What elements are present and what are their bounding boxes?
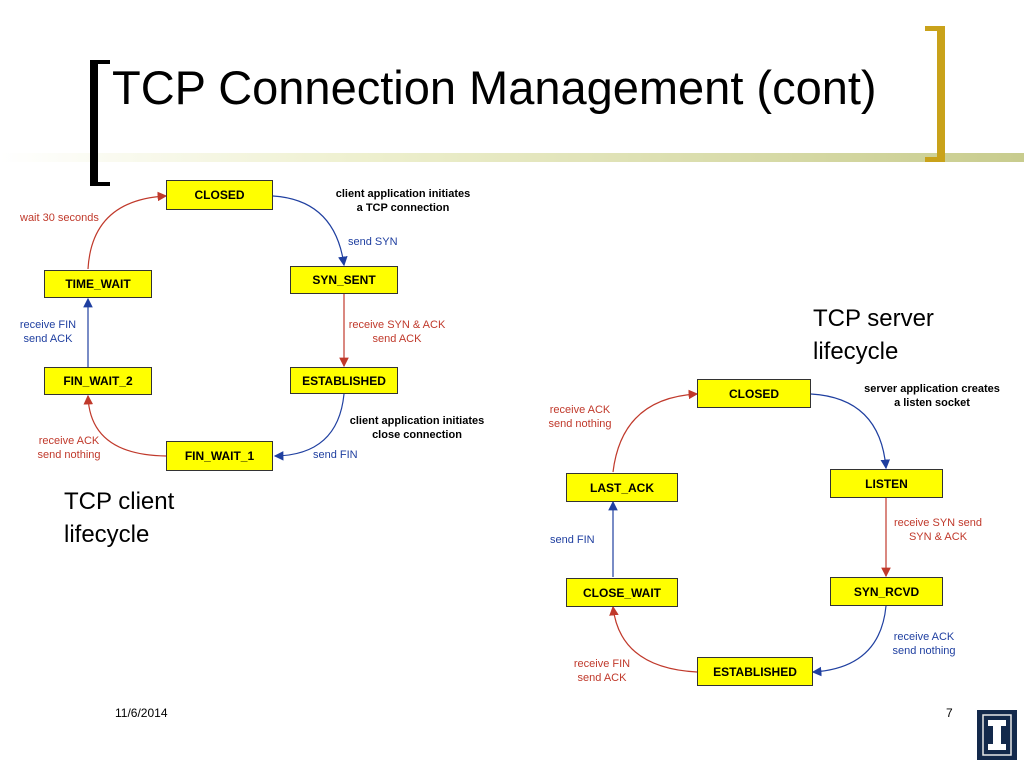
server-listen-note: server application creates a listen sock… [864,383,1000,409]
slide-date: 11/6/2014 [115,706,168,720]
server-state-established: ESTABLISHED [697,657,813,686]
server-receive-ack-closed-label: receive ACK send nothing [548,404,612,430]
university-logo-icon [977,710,1017,760]
client-connect-note: client application initiates a TCP conne… [335,188,471,214]
title-underline-band [0,153,1024,162]
server-state-closed: CLOSED [697,379,811,408]
arrow-client-fin-wait-1-to-fin-wait-2 [83,394,167,457]
client-receive-synack-label: receive SYN & ACK send ACK [348,319,446,345]
arrow-server-syn-rcvd-to-established [811,605,887,677]
right-bracket-decoration [925,26,945,162]
client-caption: TCP client lifecycle [64,488,175,548]
client-state-fin-wait-2: FIN_WAIT_2 [44,367,152,395]
client-state-closed: CLOSED [166,180,273,210]
server-state-syn-rcvd: SYN_RCVD [830,577,943,606]
server-state-last-ack: LAST_ACK [566,473,678,502]
arrow-server-last-ack-to-closed [612,389,699,473]
client-state-syn-sent: SYN_SENT [290,266,398,294]
server-caption: TCP server lifecycle [813,305,934,365]
server-receive-syn-label: receive SYN send SYN & ACK [893,517,983,543]
client-wait-label: wait 30 seconds [20,212,99,224]
client-close-note: client application initiates close conne… [349,415,485,441]
slide-title: TCP Connection Management (cont) [112,61,877,114]
server-state-listen: LISTEN [830,469,943,498]
arrow-server-closed-to-listen [810,393,891,470]
server-send-fin-label: send FIN [550,534,595,546]
arrow-client-established-to-fin-wait-1 [273,393,345,461]
server-state-close-wait: CLOSE_WAIT [566,578,678,607]
server-receive-ack-label: receive ACK send nothing [892,631,956,657]
client-state-time-wait: TIME_WAIT [44,270,152,298]
left-bracket-decoration [90,60,110,186]
slide-page-number: 7 [946,706,953,720]
arrow-client-time-wait-to-closed [87,191,168,270]
arrow-client-closed-to-syn-sent [272,195,348,267]
client-send-syn-label: send SYN [348,236,398,248]
client-state-established: ESTABLISHED [290,367,398,394]
client-receive-fin-label: receive FIN send ACK [19,319,77,345]
arrow-server-established-to-close-wait [609,605,698,673]
client-state-fin-wait-1: FIN_WAIT_1 [166,441,273,471]
server-receive-fin-label: receive FIN send ACK [573,658,631,684]
client-send-fin-label: send FIN [313,449,358,461]
client-receive-ack-label: receive ACK send nothing [37,435,101,461]
